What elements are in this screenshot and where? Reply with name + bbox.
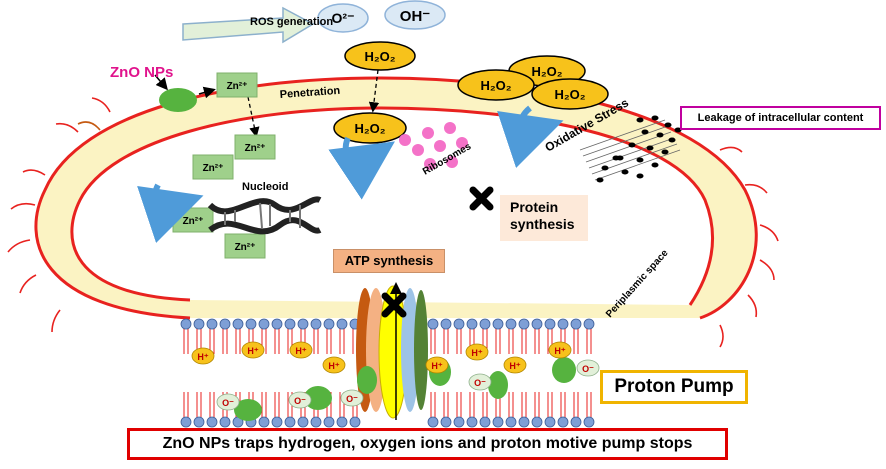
hydroxyl-bubble: [384, 0, 446, 30]
atp-synthesis-label: ATP synthesis: [344, 253, 434, 268]
o-minus-label: O⁻: [222, 398, 234, 408]
atp-synthesis-box: ATP synthesis: [333, 249, 445, 273]
h2o2-label: H₂O₂: [554, 87, 585, 102]
h2o2-molecules: [333, 41, 609, 144]
zno-nanoparticle: [159, 88, 197, 112]
zno-pointer-arrow: [154, 74, 168, 91]
protein-synthesis-blocked-icon: [469, 186, 494, 211]
h-plus-label: H⁺: [554, 346, 565, 356]
h-plus-labels: H⁺ H⁺ H⁺ H⁺ H⁺ H⁺ H⁺ H⁺: [197, 346, 565, 371]
h2o2-label: H₂O₂: [364, 49, 395, 64]
h2o2-label: H₂O₂: [531, 64, 562, 79]
h-plus-label: H⁺: [431, 361, 442, 371]
spike-brown: [77, 121, 101, 131]
ros-generation-arrow: [182, 6, 315, 44]
blue-curved-arrows: [137, 105, 564, 243]
leakage-box: Leakage of intracellular content: [680, 106, 881, 130]
zn-ion-label: Zn²⁺: [227, 81, 248, 92]
ros-generation-label: ROS generation: [250, 16, 333, 28]
superoxide-label: O²⁻: [332, 10, 355, 26]
nucleoid-label: Nucleoid: [242, 181, 288, 193]
h-plus-label: H⁺: [295, 346, 306, 356]
h-plus-label: H⁺: [197, 352, 208, 362]
hydroxyl-label: OH⁻: [400, 8, 431, 25]
ion-ellipses: [191, 341, 600, 411]
h2o2-label: H₂O₂: [480, 78, 511, 93]
h-plus-label: H⁺: [471, 348, 482, 358]
superoxide-bubble: [317, 3, 369, 33]
zno-particles-membrane: [234, 357, 576, 421]
cell-envelope: [34, 76, 758, 320]
o-minus-label: O⁻: [474, 378, 486, 388]
zn-ion-label: Zn²⁺: [235, 242, 256, 253]
h2o2-labels: H₂O₂ H₂O₂ H₂O₂ H₂O₂ H₂O₂: [354, 49, 585, 136]
h-plus-label: H⁺: [509, 361, 520, 371]
h2o2-label: H₂O₂: [354, 121, 385, 136]
zno-nps-label: ZnO NPs: [110, 64, 173, 81]
lipid-bilayer: [180, 318, 595, 428]
caption-box: ZnO NPs traps hydrogen, oxygen ions and …: [127, 428, 728, 460]
caption-text: ZnO NPs traps hydrogen, oxygen ions and …: [162, 435, 693, 452]
h-plus-label: H⁺: [328, 361, 339, 371]
o-minus-label: O⁻: [582, 364, 594, 374]
atp-synthase: [356, 282, 428, 420]
proton-pump-label: Proton Pump: [614, 376, 734, 397]
zn-ion-label: Zn²⁺: [245, 143, 266, 154]
o-minus-label: O⁻: [346, 394, 358, 404]
protein-synthesis-line1: Protein: [510, 199, 559, 215]
protein-synthesis-line2: synthesis: [510, 216, 575, 232]
leakage-dots: [579, 115, 682, 183]
h-plus-label: H⁺: [247, 346, 258, 356]
leakage-label: Leakage of intracellular content: [697, 112, 864, 124]
zn-labels: Zn²⁺ Zn²⁺ Zn²⁺ Zn²⁺ Zn²⁺: [183, 81, 266, 253]
proton-pump-box: Proton Pump: [600, 370, 748, 404]
zn-ion-label: Zn²⁺: [183, 216, 204, 227]
zn-release-arrow: [198, 86, 216, 99]
nucleoid-dna: [207, 196, 322, 235]
o-minus-label: O⁻: [294, 396, 306, 406]
penetration-label: Penetration: [279, 85, 340, 101]
zn-ion-label: Zn²⁺: [203, 163, 224, 174]
ribosomes: [399, 122, 468, 170]
protein-synthesis-box: Protein synthesis: [500, 195, 588, 241]
o-minus-labels: O⁻ O⁻ O⁻ O⁻ O⁻: [222, 364, 594, 408]
